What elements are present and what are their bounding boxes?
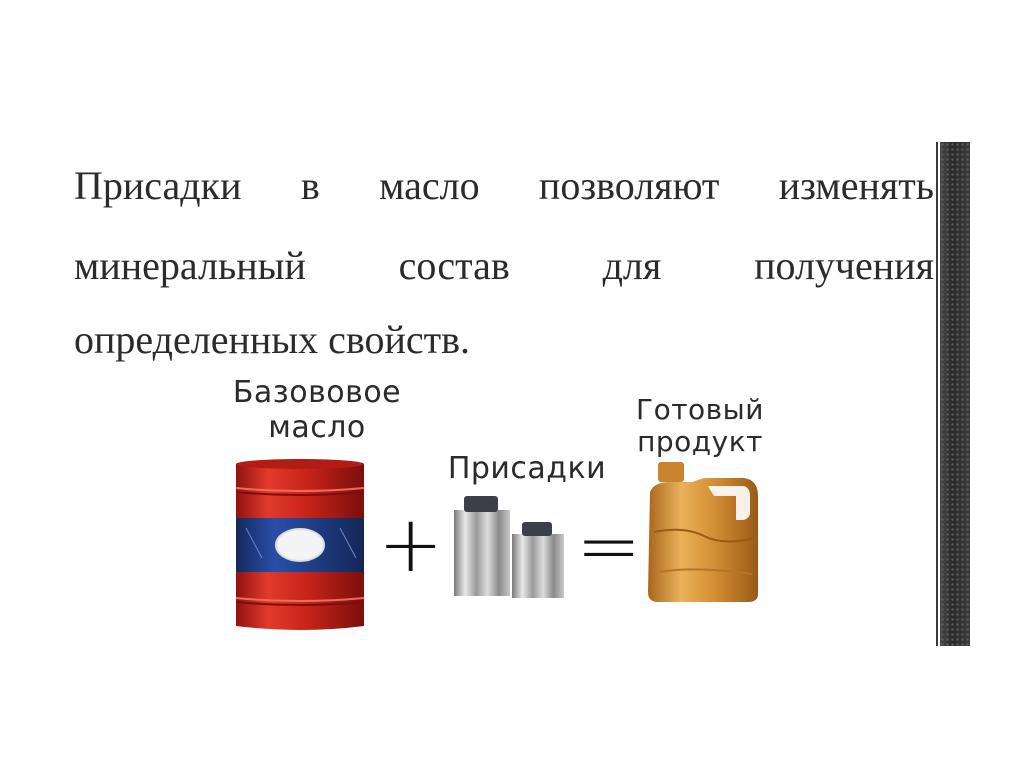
word: для [602,243,662,288]
word: минеральный [74,243,306,288]
additives-label: Присадки [447,451,607,486]
word: в [300,163,320,208]
word: Присадки [74,163,242,208]
paragraph-line-1: Присадки в масло позволяют изменять [74,166,934,206]
product-label-line-2: продукт [637,425,763,459]
equals-sign: = [576,502,642,592]
word: изменять [778,163,934,208]
paragraph-line-2: минеральный состав для получения [74,246,934,286]
base-oil-label-line-2: масло [268,409,366,445]
oil-barrel-icon [235,459,365,630]
product-label: Готовый продукт [620,393,780,459]
word: масло [379,163,480,208]
additive-cans-icon [454,496,564,598]
plus-sign: + [378,500,444,590]
side-texture-strip [936,142,970,646]
word: позволяют [538,163,720,208]
base-oil-label-line-1: Базововое [232,375,402,410]
product-label-line-1: Готовый [636,393,764,426]
oil-canister-icon [648,462,758,602]
word: получения [754,243,934,288]
paragraph-line-3: определенных свойств. [74,317,471,362]
word: состав [398,243,510,288]
base-oil-label: Базововое масло [212,375,422,445]
